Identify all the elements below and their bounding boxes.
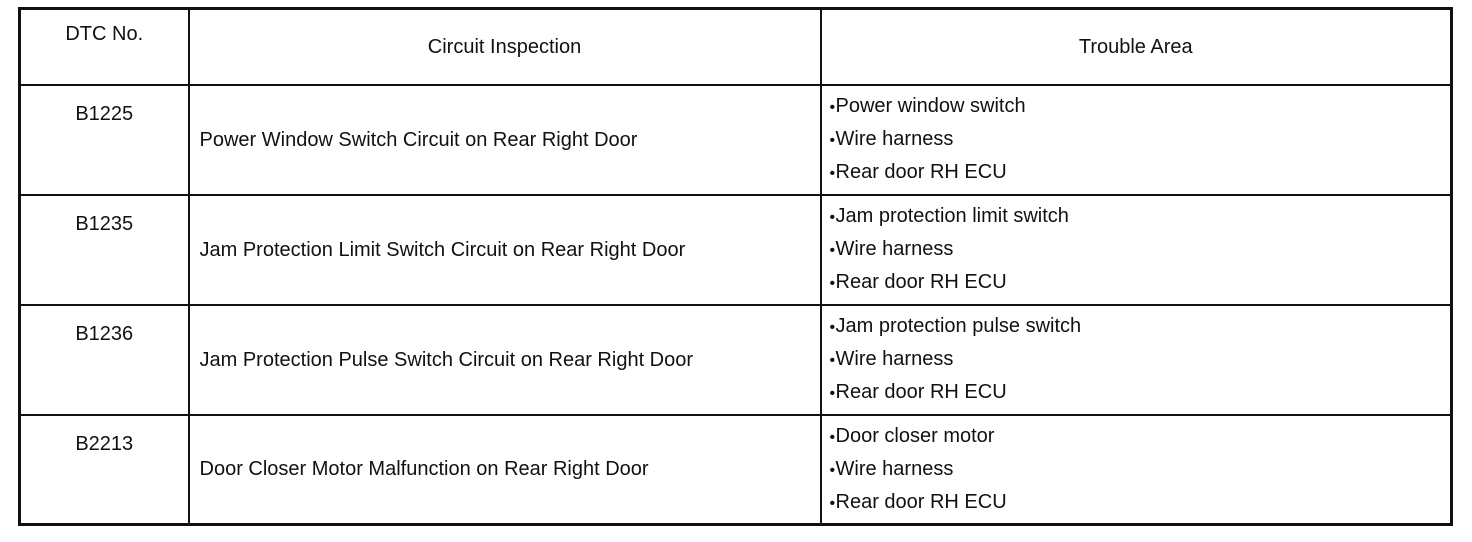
trouble-item-text: Wire harness [835,457,954,480]
header-circuit-inspection: Circuit Inspection [187,7,822,86]
bullet-icon: • [829,385,836,402]
bullet-icon: • [829,209,836,226]
trouble-item: •Power window switch [830,90,1451,123]
table-row: B1225 Power Window Switch Circuit on Rea… [18,83,1453,196]
trouble-item: •Door closer motor [830,420,1451,453]
header-dtc-no: DTC No. [18,7,190,86]
trouble-item: •Rear door RH ECU [830,376,1451,409]
trouble-item-text: Rear door RH ECU [835,381,1007,403]
table-row: B2213 Door Closer Motor Malfunction on R… [18,413,1453,526]
trouble-item: •Wire harness [830,453,1451,486]
trouble-item-text: Jam protection limit switch [835,205,1069,227]
bullet-icon: • [829,319,836,336]
table-row: B1236 Jam Protection Pulse Switch Circui… [18,303,1453,416]
trouble-item: •Wire harness [830,343,1451,376]
circuit-inspection: Jam Protection Limit Switch Circuit on R… [187,193,822,306]
trouble-item: •Wire harness [830,123,1451,156]
bullet-icon: • [829,99,836,116]
bullet-icon: • [829,461,836,479]
trouble-item: •Rear door RH ECU [830,266,1451,299]
dtc-code: B2213 [18,413,190,526]
trouble-list: •Door closer motor •Wire harness •Rear d… [830,420,1451,519]
circuit-inspection: Door Closer Motor Malfunction on Rear Ri… [187,413,822,526]
trouble-item-text: Wire harness [835,238,954,260]
circuit-inspection: Jam Protection Pulse Switch Circuit on R… [187,303,822,416]
bullet-icon: • [829,132,836,149]
trouble-item-text: Wire harness [835,128,954,150]
trouble-area: •Door closer motor •Wire harness •Rear d… [819,413,1453,526]
trouble-item-text: Rear door RH ECU [835,490,1007,513]
trouble-item-text: Jam protection pulse switch [835,315,1082,337]
trouble-item: •Rear door RH ECU [830,486,1451,519]
trouble-area: •Jam protection pulse switch •Wire harne… [819,303,1453,416]
trouble-item-text: Door closer motor [835,424,995,447]
dtc-code: B1235 [18,193,190,306]
trouble-list: •Power window switch •Wire harness •Rear… [830,90,1451,189]
table-header-row: DTC No. Circuit Inspection Trouble Area [18,7,1453,86]
trouble-item-text: Rear door RH ECU [835,161,1007,183]
trouble-item: •Jam protection limit switch [830,200,1451,233]
circuit-inspection: Power Window Switch Circuit on Rear Righ… [187,83,822,196]
bullet-icon: • [829,494,836,512]
trouble-item-text: Power window switch [835,95,1026,117]
table-row: B1235 Jam Protection Limit Switch Circui… [18,193,1453,306]
dtc-table: DTC No. Circuit Inspection Trouble Area … [18,7,1453,526]
trouble-item-text: Rear door RH ECU [835,271,1007,293]
header-trouble-area: Trouble Area [819,7,1453,86]
trouble-item: •Rear door RH ECU [830,156,1451,189]
trouble-item: •Jam protection pulse switch [830,310,1451,343]
trouble-list: •Jam protection limit switch •Wire harne… [830,200,1451,299]
dtc-code: B1236 [18,303,190,416]
trouble-item: •Wire harness [830,233,1451,266]
bullet-icon: • [829,352,836,369]
bullet-icon: • [829,428,836,446]
trouble-list: •Jam protection pulse switch •Wire harne… [830,310,1451,409]
trouble-area: •Power window switch •Wire harness •Rear… [819,83,1453,196]
bullet-icon: • [829,275,836,292]
trouble-item-text: Wire harness [835,348,954,370]
bullet-icon: • [829,165,836,182]
dtc-code: B1225 [18,83,190,196]
trouble-area: •Jam protection limit switch •Wire harne… [819,193,1453,306]
bullet-icon: • [829,242,836,259]
